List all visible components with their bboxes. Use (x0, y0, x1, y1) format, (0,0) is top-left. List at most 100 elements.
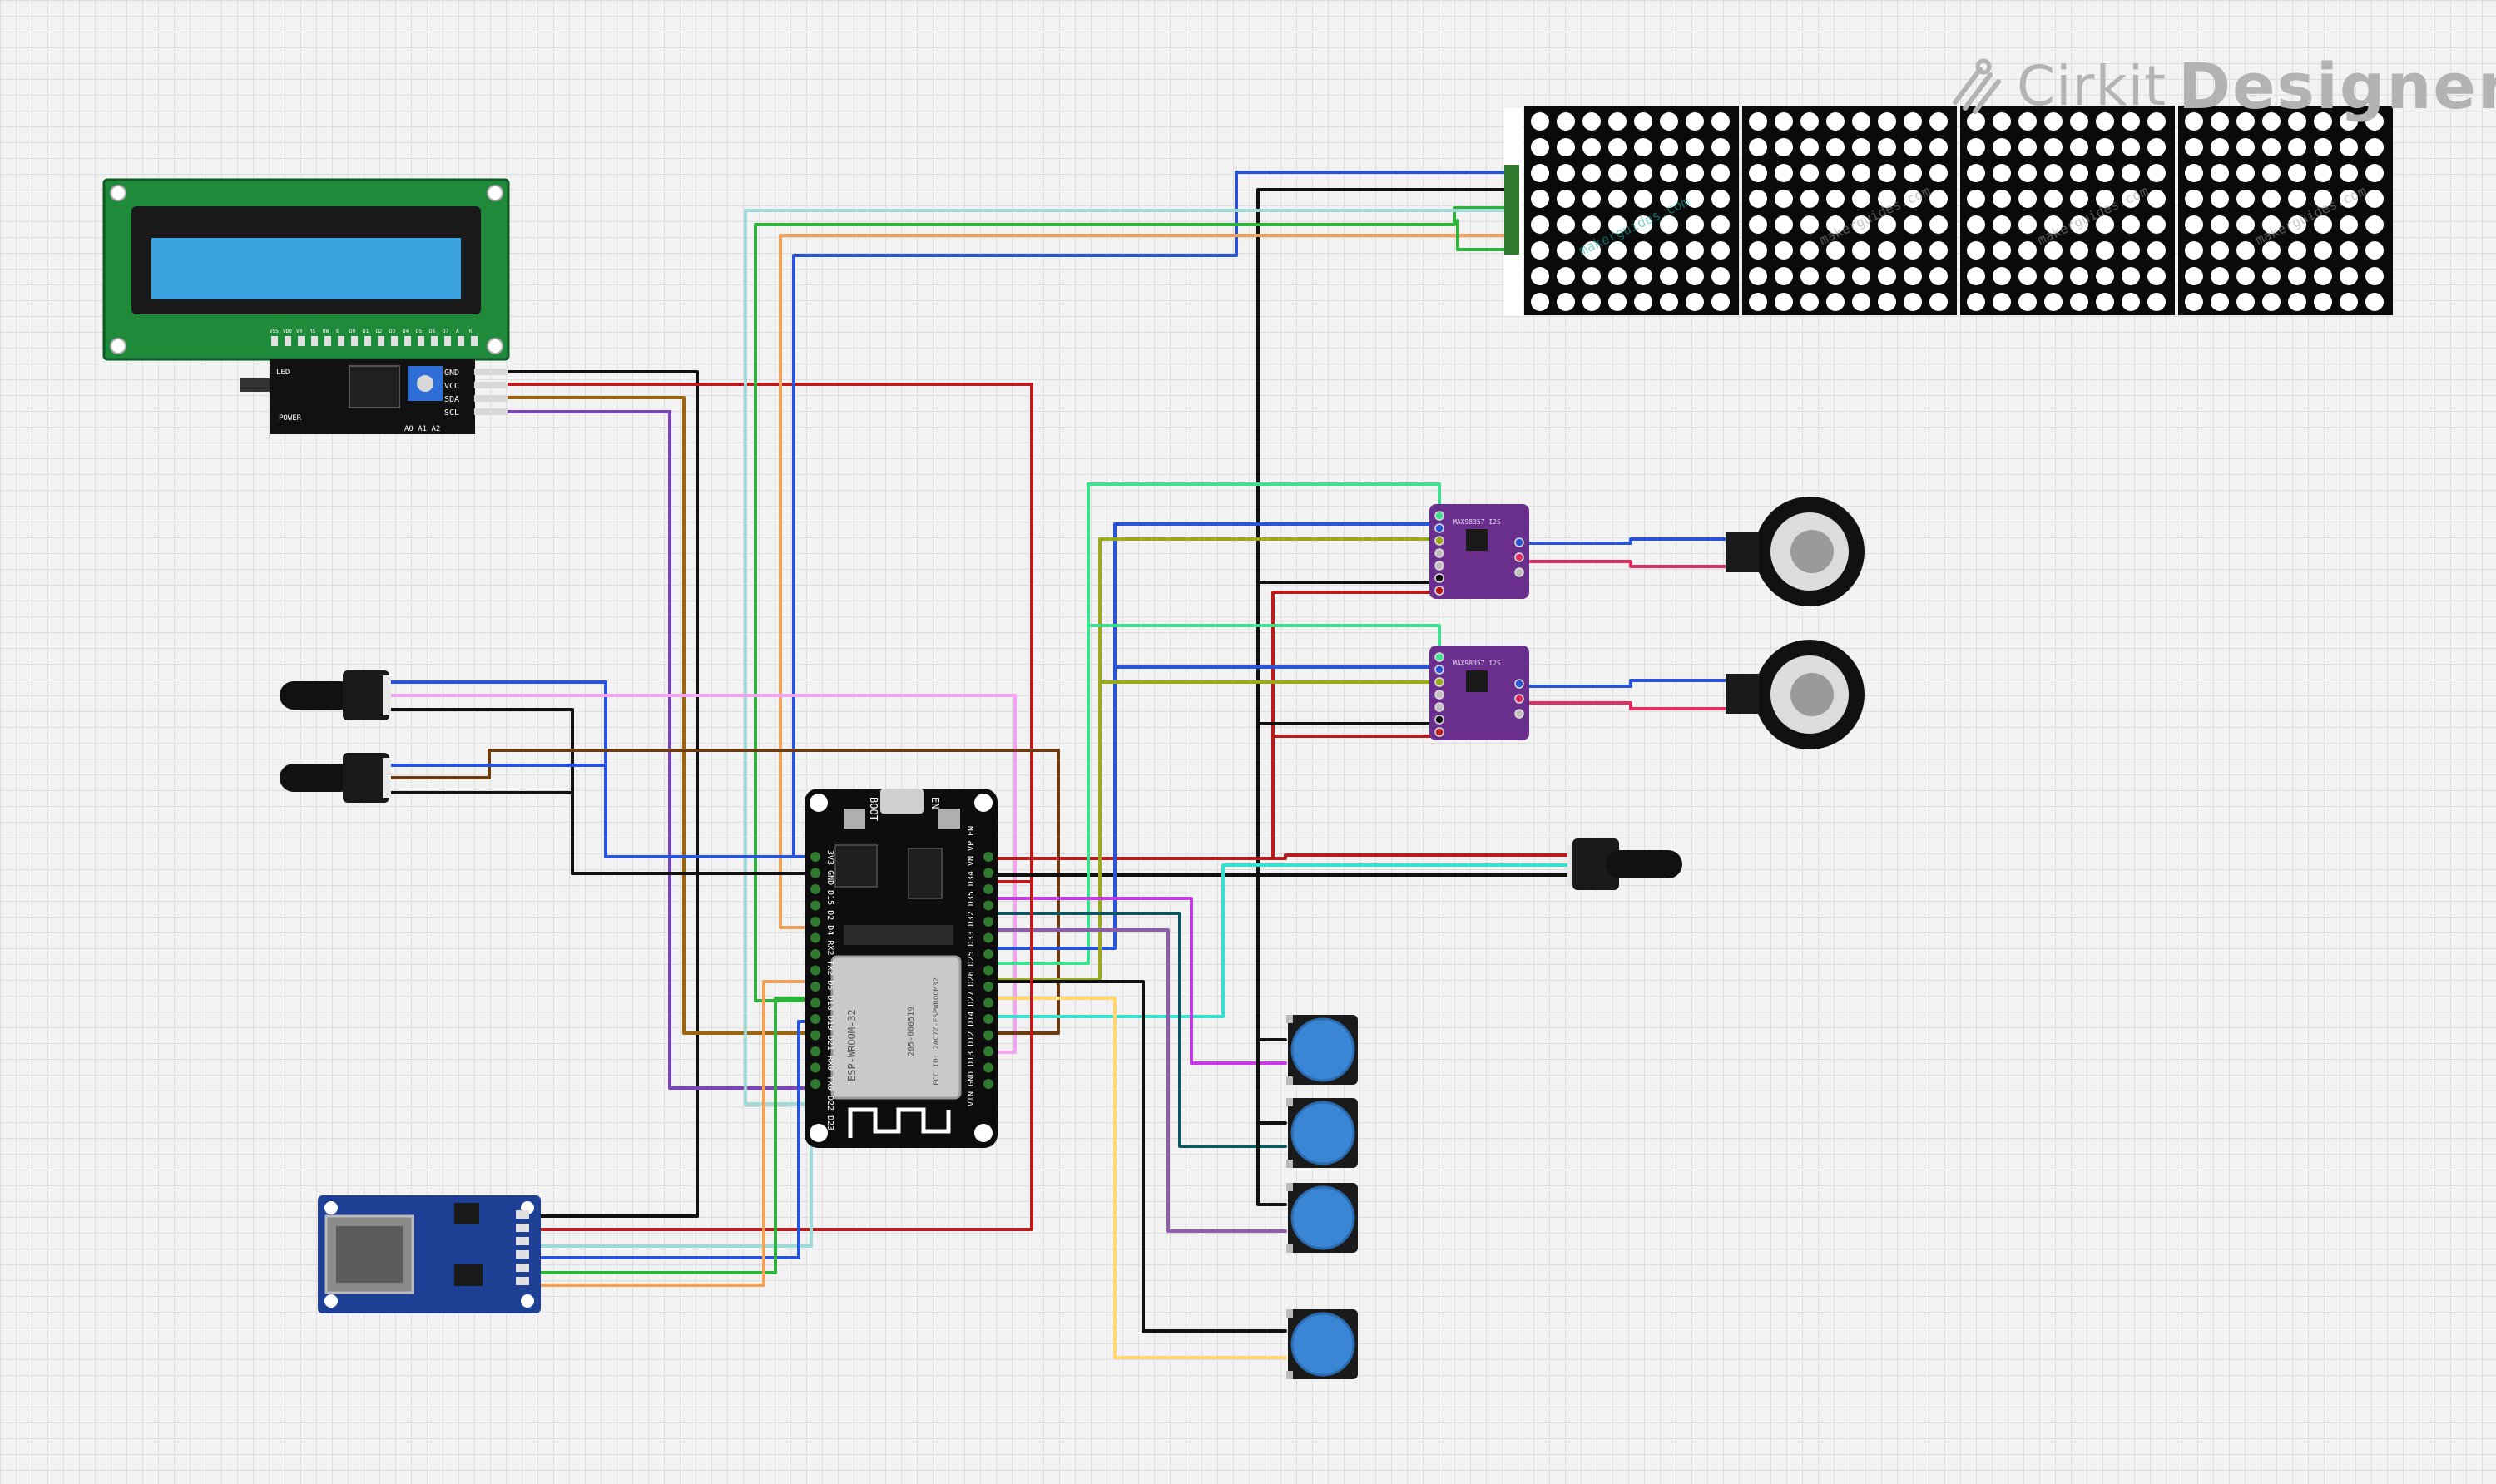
button-cap[interactable] (1290, 1017, 1355, 1082)
amp-pin-right[interactable] (1514, 709, 1524, 719)
esp32-pin-right[interactable] (983, 1062, 993, 1073)
button-cap[interactable] (1290, 1101, 1355, 1165)
esp32-pin-left[interactable] (810, 1079, 820, 1089)
i2c-pin[interactable] (474, 369, 508, 375)
matrix-input-header[interactable] (1504, 165, 1519, 255)
sd-pin[interactable] (516, 1264, 529, 1272)
lcd-pin[interactable] (378, 336, 384, 346)
lcd-pin[interactable] (351, 336, 358, 346)
lcd-pin[interactable] (285, 336, 291, 346)
lcd-pin[interactable] (431, 336, 438, 346)
esp32-pin-left[interactable] (810, 997, 820, 1008)
esp32-pin-left[interactable] (810, 1014, 820, 1024)
esp32-pin-left[interactable] (810, 917, 820, 927)
esp32-pin-left[interactable] (810, 852, 820, 862)
lcd-pin[interactable] (391, 336, 398, 346)
amp-pin-left[interactable] (1434, 561, 1444, 571)
esp32-pin-right[interactable] (983, 1046, 993, 1056)
esp32-pin-right[interactable] (983, 997, 993, 1008)
amp-pin-left[interactable] (1434, 548, 1444, 558)
lcd-pin[interactable] (458, 336, 464, 346)
sd-pin[interactable] (516, 1250, 529, 1259)
esp32-pin-left[interactable] (810, 884, 820, 894)
potentiometer-2[interactable] (280, 753, 391, 803)
sd-pin[interactable] (516, 1237, 529, 1245)
button-cap[interactable] (1290, 1312, 1355, 1377)
speaker-1[interactable] (1726, 497, 1865, 606)
lcd-pin[interactable] (444, 336, 451, 346)
wire-spk2-neg (1528, 701, 1729, 710)
lcd-pin[interactable] (364, 336, 371, 346)
sd-pin[interactable] (516, 1224, 529, 1232)
sd-pin[interactable] (516, 1277, 529, 1285)
amp-pin-left[interactable] (1434, 690, 1444, 700)
esp32-pin-right[interactable] (983, 965, 993, 976)
esp32-pin-right[interactable] (983, 932, 993, 943)
amp-pin-left[interactable] (1434, 665, 1444, 675)
amplifier-2[interactable]: MAX98357 I2S (1429, 646, 1529, 740)
push-button-4[interactable] (1286, 1309, 1358, 1379)
esp32-pin-right[interactable] (983, 868, 993, 878)
esp32-pin-left[interactable] (810, 1030, 820, 1041)
esp32-pin-left[interactable] (810, 965, 820, 976)
amp-pin-left[interactable] (1434, 586, 1444, 596)
i2c-pin[interactable] (474, 382, 508, 388)
amp-pin-left[interactable] (1434, 677, 1444, 687)
esp32-pin-right[interactable] (983, 1079, 993, 1089)
speaker-2[interactable] (1726, 640, 1865, 749)
esp32-pin-left[interactable] (810, 868, 820, 878)
amp-pin-left[interactable] (1434, 536, 1444, 546)
esp32-pin-right[interactable] (983, 900, 993, 911)
lcd-pin[interactable] (471, 336, 478, 346)
esp32-pin-right[interactable] (983, 1030, 993, 1041)
amp-pin-left[interactable] (1434, 715, 1444, 725)
amp-pin-right[interactable] (1514, 537, 1524, 547)
amp-pin-right[interactable] (1514, 694, 1524, 704)
lcd-pin[interactable] (311, 336, 318, 346)
push-button-3[interactable] (1286, 1183, 1358, 1253)
lcd-pin[interactable] (298, 336, 305, 346)
amp-pin-right[interactable] (1514, 567, 1524, 577)
lcd-pin[interactable] (404, 336, 411, 346)
esp32-pin-right[interactable] (983, 852, 993, 862)
lcd-pin[interactable] (271, 336, 278, 346)
potentiometer-3[interactable] (1567, 838, 1682, 890)
esp32-pin-left[interactable] (810, 900, 820, 911)
potentiometer-1[interactable] (280, 670, 391, 720)
push-button-1[interactable] (1286, 1015, 1358, 1085)
esp32-pin-left[interactable] (810, 1046, 820, 1056)
esp32-pin-left[interactable] (810, 982, 820, 992)
sd-pin[interactable] (516, 1210, 529, 1219)
i2c-pin[interactable] (474, 395, 508, 402)
amp-pin-left[interactable] (1434, 727, 1444, 737)
amp-pin-left[interactable] (1434, 573, 1444, 583)
i2c-pin[interactable] (474, 408, 508, 415)
esp32-pin-right[interactable] (983, 949, 993, 959)
lcd-pin[interactable] (418, 336, 424, 346)
esp32-pin-right[interactable] (983, 917, 993, 927)
esp32-pin-right[interactable] (983, 1014, 993, 1024)
sd-card-module[interactable] (318, 1195, 541, 1313)
amplifier-1[interactable]: MAX98357 I2S (1429, 504, 1529, 599)
amp-pin-right[interactable] (1514, 679, 1524, 689)
esp32-pin-left[interactable] (810, 949, 820, 959)
lcd-pin[interactable] (324, 336, 331, 346)
amp-pin-left[interactable] (1434, 523, 1444, 533)
esp32-pin-right[interactable] (983, 982, 993, 992)
amp-pin-left[interactable] (1434, 652, 1444, 662)
en-button[interactable] (938, 809, 960, 829)
amp-pin-left[interactable] (1434, 702, 1444, 712)
push-button-2[interactable] (1286, 1098, 1358, 1168)
boot-button[interactable] (844, 809, 865, 829)
esp32-pin-left[interactable] (810, 932, 820, 943)
amp-pin-right[interactable] (1514, 552, 1524, 562)
button-cap[interactable] (1290, 1185, 1355, 1250)
esp32-pin-left[interactable] (810, 1062, 820, 1073)
esp32-devkit[interactable]: BOOT EN ESP-WROOM-32 FCC ID: 2AC7Z-ESPWR… (805, 789, 998, 1148)
esp32-pin-right[interactable] (983, 884, 993, 894)
lcd-pin[interactable] (338, 336, 344, 346)
amp-pin-left[interactable] (1434, 511, 1444, 521)
